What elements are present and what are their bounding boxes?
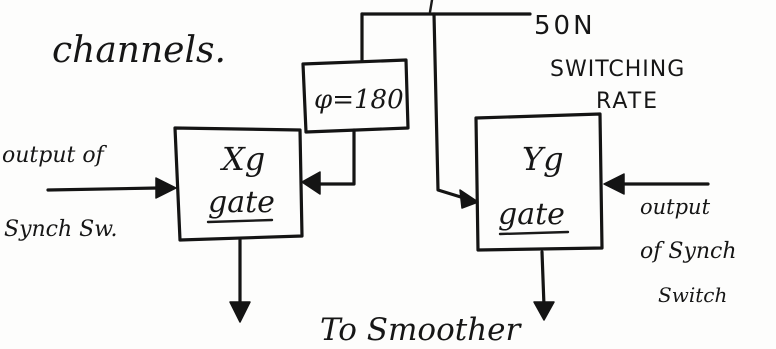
heading-fragment: channels. bbox=[52, 30, 226, 71]
xg-gate-underline bbox=[206, 218, 274, 224]
yg-gate-title: Yg bbox=[522, 140, 564, 178]
rate-line-top-stub bbox=[428, 0, 434, 14]
xg-gate-title: Xg bbox=[219, 140, 265, 178]
output-label: To Smoother bbox=[320, 312, 523, 348]
left-input-arrow-line bbox=[46, 186, 160, 192]
yg-output-line bbox=[540, 250, 546, 308]
phase-shifter-label: φ=180 bbox=[314, 85, 404, 115]
rate-label-line2: SWITCHING bbox=[550, 57, 685, 82]
left-input-line1: output of bbox=[2, 143, 108, 168]
yg-gate-subtitle: gate bbox=[498, 197, 565, 232]
rate-label-line3: RATE bbox=[596, 89, 659, 114]
xg-output-arrowhead bbox=[229, 301, 251, 323]
left-input-line2: Synch Sw. bbox=[4, 217, 117, 242]
yg-feed-line bbox=[432, 12, 466, 200]
right-input-line1: output bbox=[640, 195, 711, 219]
yg-gate-box bbox=[474, 112, 604, 252]
yg-gate-underline bbox=[498, 230, 570, 236]
yg-feed-arrowhead bbox=[459, 189, 479, 209]
xg-gate-subtitle: gate bbox=[208, 185, 275, 220]
right-input-line2: of Synch bbox=[640, 239, 737, 264]
xg-gate-box bbox=[173, 126, 304, 242]
phase-output-line bbox=[316, 128, 356, 186]
yg-output-arrowhead bbox=[533, 301, 555, 321]
right-input-arrowhead bbox=[603, 173, 625, 195]
left-input-arrowhead bbox=[155, 177, 177, 199]
rate-label-line1: 50N bbox=[534, 11, 596, 41]
phase-shifter-block bbox=[301, 58, 410, 134]
right-input-line3: Switch bbox=[658, 283, 727, 307]
phase-output-arrowhead bbox=[301, 171, 321, 195]
